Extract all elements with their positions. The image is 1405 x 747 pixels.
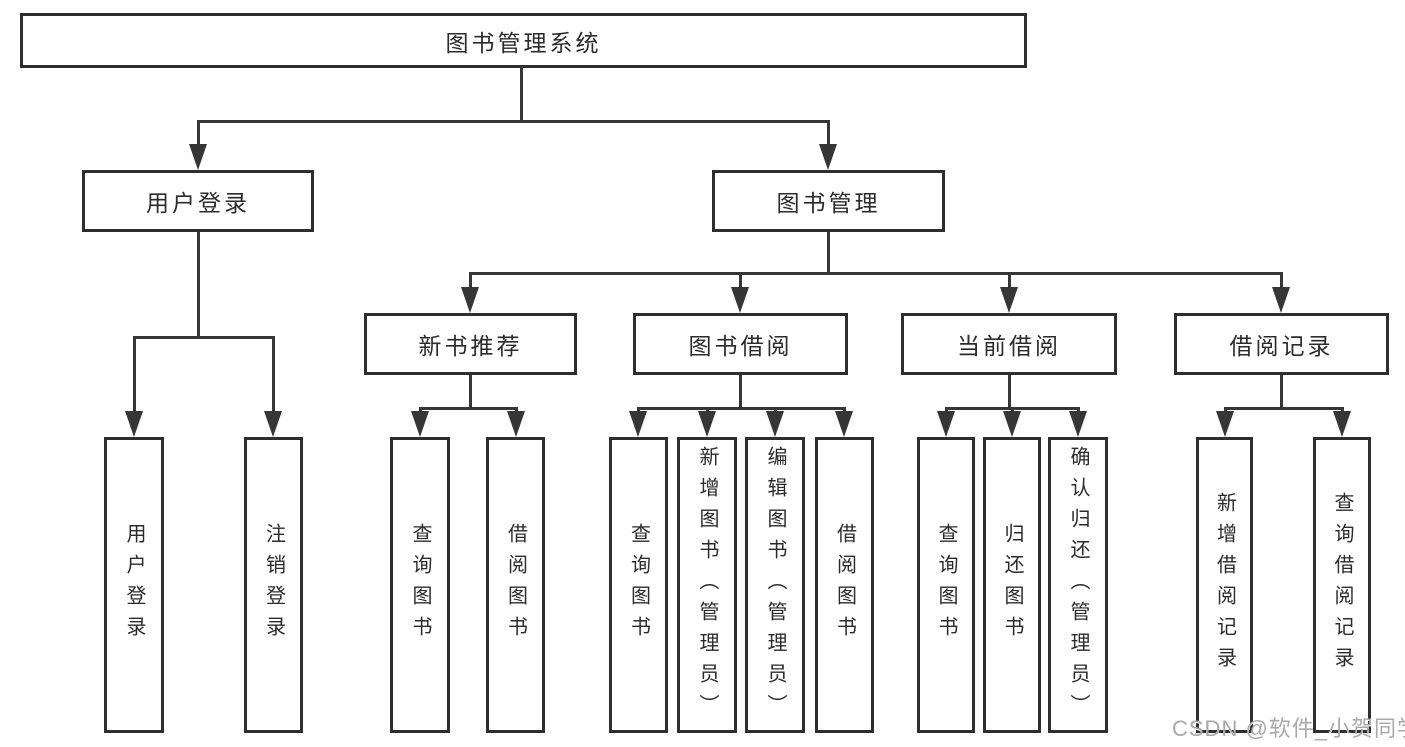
arrowhead-borrow-record <box>1272 287 1290 313</box>
connector-book-borrow-branch <box>637 407 846 410</box>
connector-to-user-login <box>197 120 200 148</box>
leaf-query-book-2: 查询图书 <box>609 437 668 733</box>
leaf-user-login: 用户登录 <box>104 437 164 733</box>
arrowhead-current-borrow <box>1000 287 1018 313</box>
leaf-add-book-admin: 新增图书（管理员） <box>677 437 737 733</box>
arrowhead-add-borrow-record <box>1216 411 1234 437</box>
node-borrow-record: 借阅记录 <box>1174 313 1389 375</box>
arrowhead-edit-book <box>766 411 784 437</box>
arrowhead-leaf-logout <box>264 411 282 437</box>
leaf-return-book: 归还图书 <box>983 437 1041 733</box>
leaf-add-borrow-record: 新增借阅记录 <box>1196 437 1253 733</box>
arrowhead-book-management <box>819 144 837 170</box>
node-user-login: 用户登录 <box>82 170 314 232</box>
connector-to-borrow-record <box>1280 272 1283 290</box>
connector-root-branch <box>197 120 830 123</box>
arrowhead-book-borrow <box>731 287 749 313</box>
leaf-label: 新增借阅记录 <box>1213 492 1236 678</box>
arrowhead-borrow-book-1 <box>507 411 525 437</box>
node-new-book-recommend: 新书推荐 <box>364 313 577 375</box>
arrowhead-return-book <box>1003 411 1021 437</box>
connector-current-borrow-stem <box>1008 375 1011 410</box>
connector-user-login-stem <box>197 232 200 339</box>
connector-borrow-record-branch <box>1224 407 1343 410</box>
leaf-label: 借阅图书 <box>504 523 527 647</box>
node-root: 图书管理系统 <box>20 13 1027 68</box>
leaf-label: 查询图书 <box>409 523 431 647</box>
node-book-borrow: 图书借阅 <box>633 313 848 375</box>
connector-to-current-borrow <box>1008 272 1011 290</box>
arrowhead-user-login <box>189 144 207 170</box>
arrowhead-borrow-book-2 <box>835 411 853 437</box>
arrowhead-confirm-return <box>1069 411 1087 437</box>
leaf-label: 查询图书 <box>627 523 650 647</box>
connector-book-borrow-stem <box>739 375 742 410</box>
node-book-management: 图书管理 <box>712 170 945 232</box>
leaf-label: 借阅图书 <box>833 523 856 647</box>
leaf-query-book-3: 查询图书 <box>917 437 975 733</box>
leaf-borrow-book-1: 借阅图书 <box>486 437 545 733</box>
leaf-label: 查询借阅记录 <box>1331 492 1353 678</box>
connector-new-book-branch <box>419 407 517 410</box>
leaf-label: 用户登录 <box>123 523 145 647</box>
arrowhead-leaf-user-login <box>125 411 143 437</box>
connector-book-management-stem <box>827 232 830 275</box>
leaf-label: 编辑图书（管理员） <box>764 445 786 725</box>
leaf-label: 新增图书（管理员） <box>696 445 718 725</box>
leaf-query-book-1: 查询图书 <box>390 437 450 733</box>
connector-new-book-stem <box>469 375 472 410</box>
connector-borrow-record-stem <box>1280 375 1283 410</box>
connector-to-leaf-logout <box>272 336 275 413</box>
leaf-query-borrow-record: 查询借阅记录 <box>1313 437 1371 733</box>
connector-book-management-branch <box>469 272 1283 275</box>
arrowhead-new-book <box>461 287 479 313</box>
arrowhead-query-book-3 <box>937 411 955 437</box>
connector-to-leaf-user-login <box>133 336 136 413</box>
arrowhead-query-borrow-record <box>1333 411 1351 437</box>
leaf-label: 查询图书 <box>935 523 957 647</box>
leaf-confirm-return-admin: 确认归还（管理员） <box>1048 437 1108 733</box>
csdn-watermark: CSDN @软件_小贺同学 <box>1172 716 1405 741</box>
arrowhead-query-book-1 <box>411 411 429 437</box>
connector-to-book-management <box>827 120 830 148</box>
connector-root-stem <box>520 66 523 122</box>
leaf-logout: 注销登录 <box>244 437 303 733</box>
connector-to-new-book <box>469 272 472 290</box>
arrowhead-query-book-2 <box>629 411 647 437</box>
leaf-label: 确认归还（管理员） <box>1067 445 1089 725</box>
node-current-borrow: 当前借阅 <box>901 313 1117 375</box>
arrowhead-add-book <box>698 411 716 437</box>
connector-to-book-borrow <box>739 272 742 290</box>
leaf-label: 注销登录 <box>262 523 285 647</box>
connector-user-login-branch <box>133 336 275 339</box>
leaf-label: 归还图书 <box>1001 523 1023 647</box>
leaf-edit-book-admin: 编辑图书（管理员） <box>745 437 805 733</box>
leaf-borrow-book-2: 借阅图书 <box>815 437 874 733</box>
